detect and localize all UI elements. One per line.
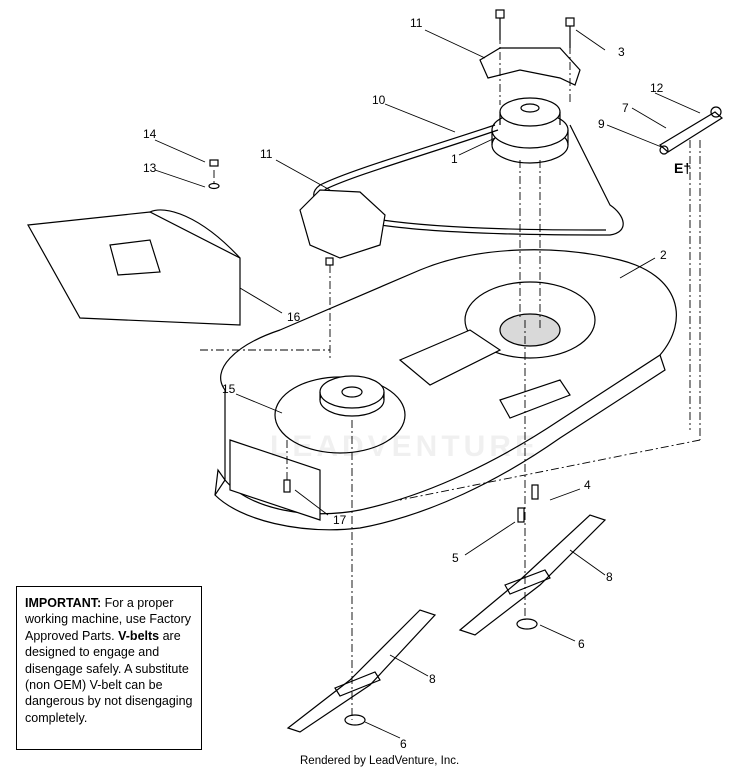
callout-12: 12: [650, 81, 664, 95]
important-note: IMPORTANT: For a proper working machine,…: [16, 586, 202, 750]
discharge-chute: [27, 209, 241, 326]
callout-11-upper: 11: [410, 16, 423, 30]
note-vbelts-label: V-belts: [118, 628, 160, 643]
callout-10: 10: [372, 93, 386, 107]
leader-lines: [154, 29, 701, 739]
belt-cover-left: [299, 189, 386, 259]
callout-9: 9: [598, 117, 605, 131]
electric-clutch: [491, 97, 569, 164]
reference-mark-e: E†: [674, 160, 692, 176]
callout-16: 16: [287, 310, 301, 324]
callout-15: 15: [222, 382, 236, 396]
watermark: LEADVENTURE: [270, 430, 540, 463]
callout-13: 13: [143, 161, 157, 175]
belt-cover-upper: [479, 47, 581, 86]
callout-14: 14: [143, 127, 157, 141]
blade-right: [458, 514, 607, 636]
callout-3: 3: [618, 45, 625, 59]
washer-right: [516, 618, 538, 630]
idler-arm: [658, 106, 724, 155]
note-vbelts-text: are designed to engage and disengage saf…: [25, 628, 193, 725]
dashed-guides: [200, 20, 701, 720]
callout-8-left: 8: [429, 672, 436, 686]
callout-4: 4: [584, 478, 591, 492]
callout-8-right: 8: [606, 570, 613, 584]
callout-17: 17: [333, 513, 347, 527]
callout-6-left: 6: [400, 737, 407, 751]
footer-credit: Rendered by LeadVenture, Inc.: [300, 755, 460, 767]
blade-left: [286, 609, 437, 733]
washer-left: [344, 714, 366, 726]
callout-1: 1: [451, 152, 458, 166]
callout-11-left: 11: [260, 147, 273, 161]
callout-5: 5: [452, 551, 459, 565]
callout-2: 2: [660, 248, 667, 262]
note-lead-text: For a proper working machine, use Factor…: [25, 596, 192, 643]
callout-6-right: 6: [578, 637, 585, 651]
lower-pulley: [319, 375, 385, 417]
callout-7: 7: [622, 101, 629, 115]
note-important-label: IMPORTANT:: [25, 596, 102, 610]
